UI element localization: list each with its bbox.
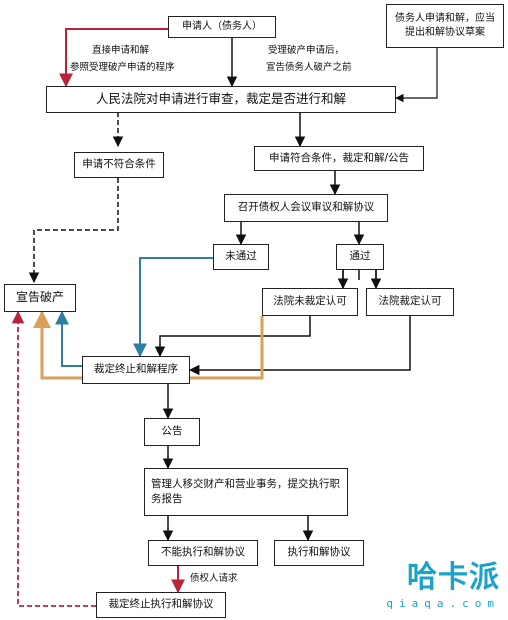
node-announce: 公告 (144, 418, 200, 446)
node-court-not-approve: 法院未裁定认可 (262, 288, 358, 316)
watermark-brand: 哈卡派 (407, 560, 500, 595)
label-reference: 参照受理破产申请的程序 (70, 62, 175, 73)
label-before-declare: 宣告债务人破产之前 (266, 62, 352, 73)
label-direct-apply: 直接申请和解 (92, 45, 150, 56)
node-court-approve: 法院裁定认可 (366, 288, 454, 316)
edge-not-approve-to-terminate (154, 316, 311, 358)
node-execute: 执行和解协议 (274, 540, 364, 566)
node-passed: 通过 (336, 244, 384, 270)
edge-approve-to-terminate (188, 316, 411, 376)
node-not-meet: 申请不符合条件 (74, 152, 164, 178)
node-not-passed: 未通过 (213, 244, 269, 270)
edge-not-passed-to-terminate (133, 257, 213, 358)
node-debtor-propose: 债务人申请和解，应当提出和解协议草案 (386, 4, 504, 48)
watermark-domain: qiaqa.com (386, 597, 500, 610)
node-manager-report: 管理人移交财产和营业事务，提交执行职务报告 (144, 468, 348, 516)
edge-terminate-exec-to-bankruptcy (11, 310, 96, 607)
edge-terminate-to-bankruptcy (55, 310, 82, 367)
edge-passed-split (342, 270, 377, 288)
node-cannot-execute: 不能执行和解协议 (148, 540, 258, 566)
node-creditors-meeting: 召开债权人会议审议和解协议 (224, 194, 388, 222)
edge-direct-apply (59, 28, 176, 88)
node-terminate-execution: 裁定终止执行和解协议 (96, 592, 226, 618)
node-court-review: 人民法院对申请进行审查，裁定是否进行和解 (46, 86, 396, 113)
edge-debtor-propose (395, 48, 438, 103)
label-after-accept: 受理破产申请后， (268, 45, 345, 56)
node-terminate: 裁定终止和解程序 (82, 356, 190, 384)
node-declare-bankruptcy: 宣告破产 (4, 284, 76, 312)
node-applicant: 申请人（债务人） (168, 16, 276, 38)
edge-not-meet-to-bankruptcy (28, 178, 119, 284)
node-meet: 申请符合条件，裁定和解/公告 (254, 146, 424, 171)
label-creditor-request: 债权人请求 (190, 573, 238, 584)
watermark-logo: 哈卡派 qiaqa.com (386, 560, 500, 611)
